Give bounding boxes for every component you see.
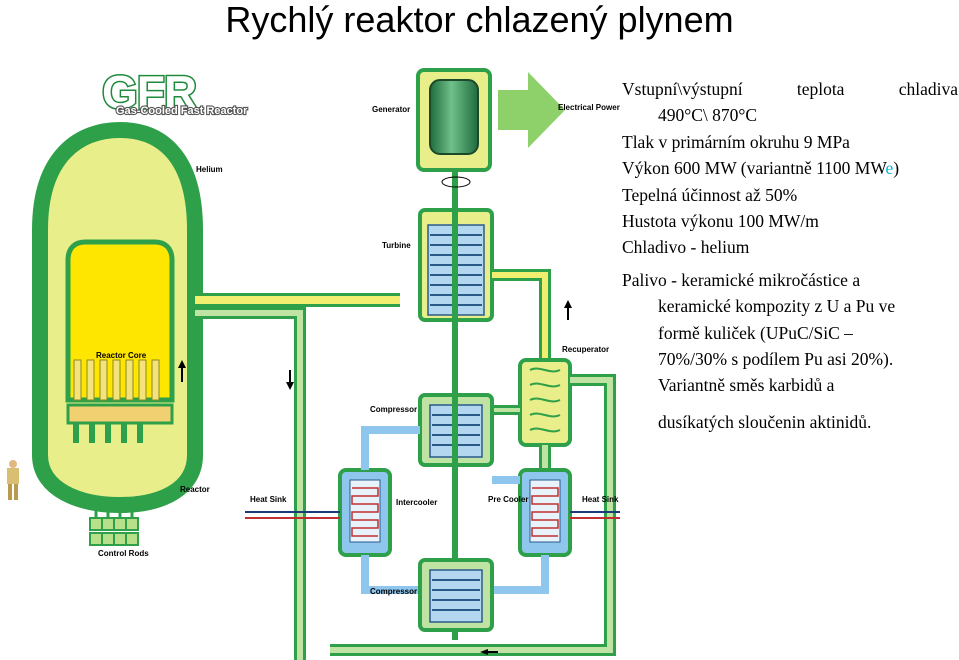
label-turbine: Turbine (382, 241, 411, 250)
info-line-7: Chladivo - helium (622, 237, 750, 258)
recuperator (518, 358, 572, 447)
info-line-3: Tlak v primárním okruhu 9 MPa (622, 131, 850, 152)
label-intercooler: Intercooler (396, 498, 437, 507)
label-reactor-core: Reactor Core (96, 351, 147, 360)
label-compressor-upper: Compressor (370, 405, 417, 414)
info-line-10: formě kuliček (UPuC/SiC – (658, 322, 853, 343)
heat-sink-left-lines (245, 511, 340, 519)
info-line-2: 490°C\ 870°C (658, 105, 758, 126)
heat-sink-right-lines (570, 511, 620, 519)
info-line-13: dusíkatých sloučenin aktinidů. (658, 411, 872, 432)
intercooler (338, 468, 392, 557)
label-pre-cooler: Pre Cooler (488, 495, 528, 504)
pre-cooler (518, 468, 572, 557)
label-helium: Helium (196, 165, 223, 174)
info-line-4: Výkon 600 MW (variantně 1100 MWe) (622, 158, 900, 179)
info-line-11: 70%/30% s podílem Pu asi 20%). (658, 349, 894, 370)
logo-subtitle: Gas-Cooled Fast Reactor (116, 105, 248, 117)
label-compressor-lower: Compressor (370, 587, 417, 596)
control-rods (89, 500, 139, 546)
hot-duct (195, 293, 400, 660)
info-panel: Vstupní\výstupní teplota chladiva 490°C\… (622, 76, 958, 435)
compressor-lower (418, 558, 494, 632)
info-line-5: Tepelná účinnost až 50% (622, 184, 798, 205)
label-recuperator: Recuperator (562, 345, 609, 354)
label-electrical-power: Electrical Power (558, 103, 620, 112)
label-generator: Generator (372, 105, 410, 114)
info-line-1: Vstupní\výstupní teplota chladiva (622, 79, 958, 99)
electrical-power-arrow (498, 72, 565, 148)
turbine (418, 208, 494, 340)
page-title: Rychlý reaktor chlazený plynem (225, 0, 734, 40)
logo-letters: GFR (102, 66, 197, 118)
reactor-vessel (32, 121, 203, 514)
generator (416, 68, 492, 230)
gfr-logo: GFR Gas-Cooled Fast Reactor (101, 65, 250, 120)
gfr-diagram: GFR Gas-Cooled Fast Reactor (7, 65, 620, 660)
info-line-9: keramické kompozity z U a Pu ve (658, 296, 896, 317)
info-line-12: Variantně směs karbidů a (658, 375, 835, 396)
compressor-upper (418, 340, 494, 640)
label-control-rods: Control Rods (98, 549, 149, 558)
info-line-6: Hustota výkonu 100 MW/m (622, 211, 819, 232)
info-line-8: Palivo - keramické mikročástice a (622, 269, 861, 290)
label-heat-sink-left: Heat Sink (250, 495, 287, 504)
person-icon (7, 460, 19, 500)
label-heat-sink-right: Heat Sink (582, 495, 619, 504)
label-reactor: Reactor (180, 485, 210, 494)
